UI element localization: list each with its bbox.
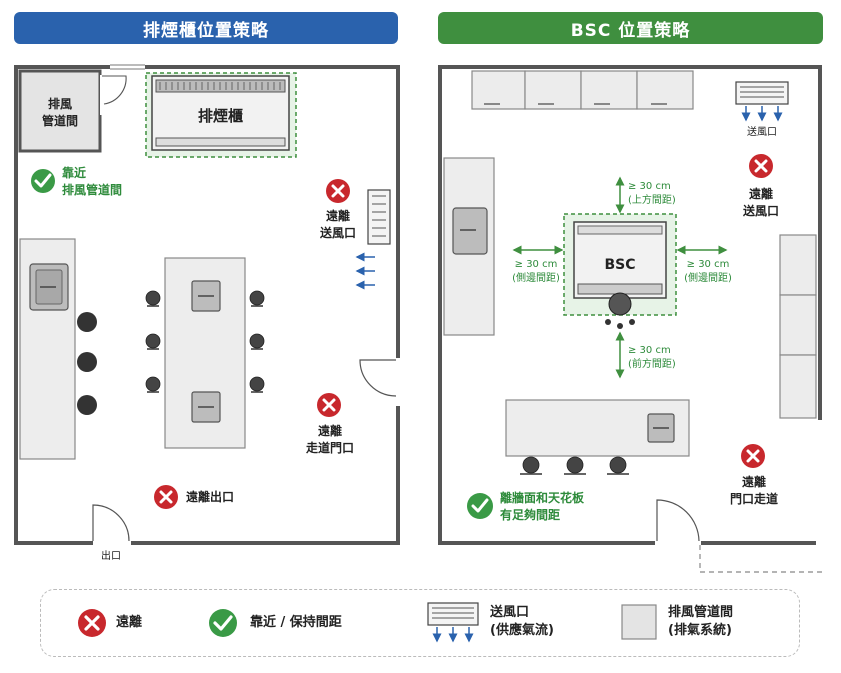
left-panel-title: 排煙櫃位置策略 xyxy=(14,12,398,44)
check-icon xyxy=(31,169,55,193)
right-clearance-label: ≥ 30 cm (側邊間距) xyxy=(684,259,732,284)
exit-door xyxy=(92,504,130,542)
away-door-label: 遠離 走道門口 xyxy=(305,424,354,455)
supply-vent-label: 送風口 xyxy=(747,127,777,138)
right-room xyxy=(438,65,825,573)
legend-duct-swatch xyxy=(621,604,657,640)
cross-icon xyxy=(326,179,350,203)
left-clearance-label: ≥ 30 cm (側邊間距) xyxy=(512,259,560,284)
right-panel-title: BSC 位置策略 xyxy=(438,12,823,44)
corridor-door xyxy=(359,359,397,397)
duct-room-label: 排風 管道間 xyxy=(41,97,78,128)
near-duct-label: 靠近 排風管道間 xyxy=(62,166,123,197)
wall-ceiling-label: 離牆面和天花板 有足夠間距 xyxy=(500,491,585,522)
legend-supply-label: 送風口 (供應氣流) xyxy=(490,605,554,638)
legend-away-label: 遠離 xyxy=(116,615,143,630)
legend-supply-vent-icon xyxy=(427,602,479,643)
bsc-chair xyxy=(608,292,632,316)
right-supply-vent xyxy=(735,81,789,105)
bsc-label: BSC xyxy=(604,257,636,273)
duct-room xyxy=(18,69,102,153)
away-exit-label: 遠離出口 xyxy=(186,490,235,504)
legend-check-icon xyxy=(209,609,237,637)
away-supply-label: 遠離 送風口 xyxy=(319,209,356,240)
upper-cabinets xyxy=(471,70,694,110)
left-room-walls xyxy=(14,65,400,545)
legend-near-label: 靠近 / 保持間距 xyxy=(250,615,342,630)
right-room-walls xyxy=(438,65,822,545)
right-sink xyxy=(452,207,488,255)
left-room xyxy=(14,63,402,547)
away-door-label: 遠離 門口走道 xyxy=(729,475,778,506)
cross-icon xyxy=(154,485,178,509)
front-clearance-label: ≥ 30 cm (前方間距) xyxy=(628,345,676,370)
cross-icon xyxy=(317,393,341,417)
right-cabinets xyxy=(779,234,817,419)
legend-cross-icon xyxy=(78,609,106,637)
right-door xyxy=(656,499,700,542)
stool xyxy=(77,395,97,415)
legend-duct-label: 排風管道間 (排氣系統) xyxy=(668,605,734,638)
cross-icon xyxy=(741,444,765,468)
exit-label: 出口 xyxy=(101,551,121,562)
legend xyxy=(40,589,800,657)
stool xyxy=(77,352,97,372)
away-supply-label: 遠離 送風口 xyxy=(742,187,779,218)
fume-hood-label: 排煙櫃 xyxy=(197,107,243,125)
check-icon xyxy=(467,493,493,519)
top-clearance-label: ≥ 30 cm (上方間距) xyxy=(628,181,676,206)
cross-icon xyxy=(749,154,773,178)
stool xyxy=(77,312,97,332)
